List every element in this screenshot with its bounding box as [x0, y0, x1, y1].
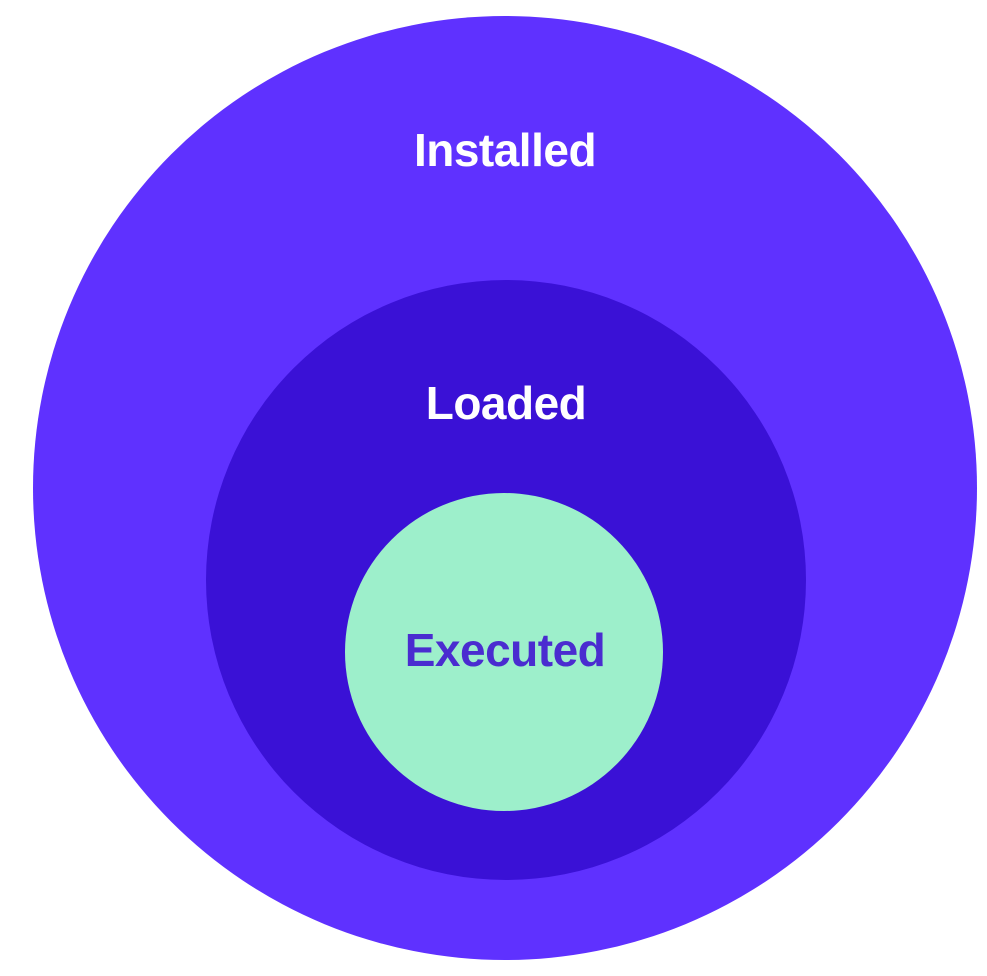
installed-label: Installed — [414, 124, 596, 176]
executed-label: Executed — [405, 624, 606, 676]
executed-circle — [345, 493, 663, 811]
loaded-label: Loaded — [426, 377, 587, 429]
